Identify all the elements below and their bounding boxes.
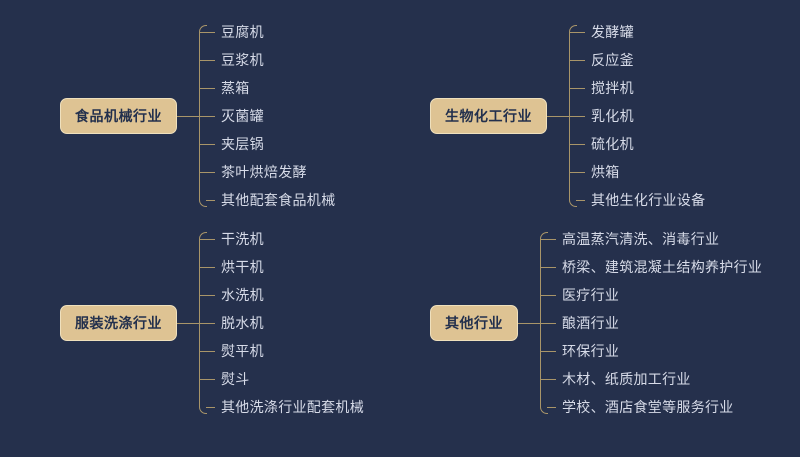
child-label: 烘箱 — [591, 164, 620, 180]
child-label: 环保行业 — [562, 343, 620, 359]
child-label: 蒸箱 — [221, 80, 250, 96]
list-item[interactable]: 夹层锅 — [198, 130, 335, 158]
list-item[interactable]: 其他生化行业设备 — [575, 186, 706, 214]
list-item[interactable]: 豆腐机 — [198, 18, 335, 46]
branch-children-list: 豆腐机 豆浆机 蒸箱 灭菌罐 夹层锅 茶叶烘焙发酵 其他配套食品机械 — [198, 18, 336, 214]
root-connector-line — [547, 115, 569, 117]
list-item[interactable]: 烘箱 — [568, 158, 705, 186]
child-label: 豆腐机 — [221, 24, 264, 40]
list-item[interactable]: 酿酒行业 — [539, 309, 762, 337]
list-item[interactable]: 搅拌机 — [568, 74, 705, 102]
branch-root-node[interactable]: 服装洗涤行业 — [60, 305, 177, 341]
list-item[interactable]: 茶叶烘焙发酵 — [198, 158, 335, 186]
root-connector-line — [177, 322, 199, 324]
root-connector-line — [177, 115, 199, 117]
branch-children-list: 发酵罐 反应釜 搅拌机 乳化机 硫化机 烘箱 其他生化行业设备 — [568, 18, 706, 214]
child-label: 酿酒行业 — [562, 315, 620, 331]
child-label: 桥梁、建筑混凝土结构养护行业 — [562, 259, 763, 275]
branch-root-wrap: 食品机械行业 — [60, 98, 199, 134]
branch-root-node[interactable]: 食品机械行业 — [60, 98, 177, 134]
list-item[interactable]: 反应釜 — [568, 46, 705, 74]
mindmap-branch-bio-chemical: 生物化工行业 发酵罐 反应釜 搅拌机 乳化机 硫化机 烘箱 其他生化行业设备 — [430, 18, 705, 214]
branch-root-node[interactable]: 生物化工行业 — [430, 98, 547, 134]
list-item[interactable]: 水洗机 — [199, 281, 364, 309]
child-label: 其他洗涤行业配套机械 — [221, 399, 364, 415]
child-label: 夹层锅 — [221, 136, 264, 152]
branch-root-wrap: 服装洗涤行业 — [60, 305, 199, 341]
list-item[interactable]: 学校、酒店食堂等服务行业 — [546, 393, 762, 421]
root-connector-line — [518, 322, 540, 324]
child-label: 脱水机 — [221, 315, 264, 331]
child-label: 干洗机 — [221, 231, 264, 247]
branch-root-wrap: 生物化工行业 — [430, 98, 569, 134]
child-label: 熨平机 — [221, 343, 264, 359]
list-item[interactable]: 干洗机 — [199, 225, 364, 253]
list-item[interactable]: 桥梁、建筑混凝土结构养护行业 — [539, 253, 763, 281]
branch-root-wrap: 其他行业 — [430, 305, 540, 341]
child-label: 豆浆机 — [221, 52, 264, 68]
child-label: 发酵罐 — [591, 24, 634, 40]
mindmap-branch-garment-washing: 服装洗涤行业 干洗机 烘干机 水洗机 脱水机 熨平机 熨斗 其他洗涤行业配套机械 — [60, 225, 364, 421]
list-item[interactable]: 乳化机 — [568, 102, 705, 130]
mindmap-branch-other-industries: 其他行业 高温蒸汽清洗、消毒行业 桥梁、建筑混凝土结构养护行业 医疗行业 酿酒行… — [430, 225, 762, 421]
child-label: 熨斗 — [221, 371, 250, 387]
child-label: 医疗行业 — [562, 287, 620, 303]
child-label: 其他配套食品机械 — [221, 192, 336, 208]
child-label: 搅拌机 — [591, 80, 634, 96]
list-item[interactable]: 环保行业 — [539, 337, 762, 365]
list-item[interactable]: 高温蒸汽清洗、消毒行业 — [539, 225, 762, 253]
child-label: 高温蒸汽清洗、消毒行业 — [562, 231, 720, 247]
child-label: 乳化机 — [591, 108, 634, 124]
list-item[interactable]: 熨斗 — [199, 365, 364, 393]
child-label: 反应釜 — [591, 52, 634, 68]
list-item[interactable]: 熨平机 — [199, 337, 364, 365]
list-item[interactable]: 其他配套食品机械 — [205, 186, 336, 214]
mindmap-branch-food-machinery: 食品机械行业 豆腐机 豆浆机 蒸箱 灭菌罐 夹层锅 茶叶烘焙发酵 其他配套食品机… — [60, 18, 335, 214]
child-label: 学校、酒店食堂等服务行业 — [562, 399, 734, 415]
list-item[interactable]: 灭菌罐 — [198, 102, 335, 130]
branch-children-list: 干洗机 烘干机 水洗机 脱水机 熨平机 熨斗 其他洗涤行业配套机械 — [199, 225, 364, 421]
child-label: 茶叶烘焙发酵 — [221, 164, 307, 180]
list-item[interactable]: 医疗行业 — [539, 281, 762, 309]
child-label: 水洗机 — [221, 287, 264, 303]
list-item[interactable]: 豆浆机 — [198, 46, 335, 74]
list-item[interactable]: 蒸箱 — [198, 74, 335, 102]
child-label: 木材、纸质加工行业 — [562, 371, 691, 387]
list-item[interactable]: 脱水机 — [199, 309, 364, 337]
child-label: 烘干机 — [221, 259, 264, 275]
child-label: 硫化机 — [591, 136, 634, 152]
list-item[interactable]: 其他洗涤行业配套机械 — [206, 393, 364, 421]
list-item[interactable]: 木材、纸质加工行业 — [539, 365, 762, 393]
branch-children-list: 高温蒸汽清洗、消毒行业 桥梁、建筑混凝土结构养护行业 医疗行业 酿酒行业 环保行… — [539, 225, 763, 421]
list-item[interactable]: 发酵罐 — [568, 18, 705, 46]
child-label: 灭菌罐 — [221, 108, 264, 124]
child-label: 其他生化行业设备 — [591, 192, 706, 208]
list-item[interactable]: 烘干机 — [199, 253, 364, 281]
branch-root-node[interactable]: 其他行业 — [430, 305, 518, 341]
list-item[interactable]: 硫化机 — [568, 130, 705, 158]
